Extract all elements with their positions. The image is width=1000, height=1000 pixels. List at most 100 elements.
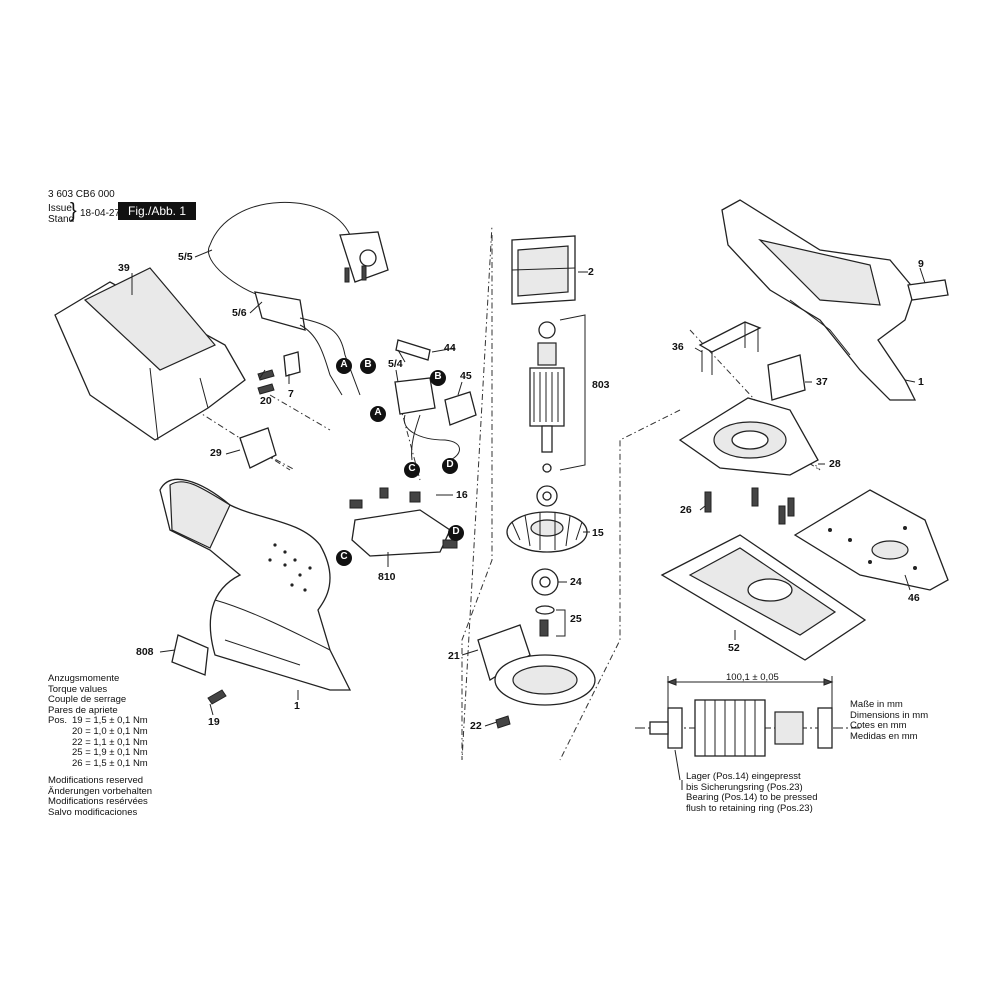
screw-19: [207, 689, 227, 705]
torque-pos-label: Pos.: [48, 715, 68, 727]
part-label-26: 26: [680, 504, 692, 516]
fan-cover-21-drawing: [477, 624, 596, 706]
torque-title-en: Torque values: [48, 683, 108, 695]
right-housing-drawing: [721, 199, 917, 401]
part-label-44: 44: [444, 342, 456, 354]
connector-a-1: [336, 358, 352, 374]
leader-803: [559, 314, 586, 471]
electronics-810-drawing: [349, 487, 458, 557]
dust-box-drawing: [54, 267, 246, 441]
screw-22: [495, 715, 511, 729]
part-label-810: 810: [378, 571, 396, 583]
modifications-line: Modifications reserved: [48, 775, 144, 786]
torque-row: 19 = 1,5 ± 0,1 Nm: [72, 715, 148, 727]
part-label-16: 16: [456, 489, 468, 501]
part-label-46: 46: [908, 592, 920, 604]
part-label-22: 22: [470, 720, 482, 732]
part-label-24: 24: [570, 576, 582, 588]
part-label-21: 21: [448, 650, 460, 662]
part-label-20: 20: [260, 395, 272, 407]
modifications-line: Änderungen vorbehalten: [48, 785, 153, 797]
connector-d-1-label: D: [446, 459, 454, 470]
connector-a-1-label: A: [340, 359, 348, 370]
part-label-45: 45: [460, 370, 472, 382]
issue-label: Issue: [48, 203, 72, 214]
part-label-36: 36: [672, 341, 684, 353]
armature-drawing: [529, 321, 565, 473]
part-label-29: 29: [210, 447, 222, 459]
power-cord: [209, 201, 351, 246]
base-plate-28-drawing: [678, 397, 819, 476]
switch-5-4: [394, 377, 436, 415]
dimension-units: Maße in mm Dimensions in mm Cotes en mm …: [850, 699, 929, 742]
connector-d-2-label: D: [452, 526, 460, 537]
armature-dimension-drawing: [635, 676, 860, 790]
connector-a-2: [370, 406, 386, 422]
units-line: Dimensions in mm: [850, 709, 929, 721]
units-line: Maße in mm: [850, 699, 903, 710]
modifications-notice: Modifications reserved Änderungen vorbeh…: [48, 775, 153, 818]
part-label-9: 9: [918, 258, 924, 270]
connector-a-2-label: A: [374, 407, 382, 418]
units-line: Medidas en mm: [850, 730, 918, 742]
torque-row: 26 = 1,5 ± 0,1 Nm: [72, 757, 148, 769]
connector-b-2-label: B: [434, 371, 442, 382]
connector-c-2: [336, 550, 352, 566]
part-label-37: 37: [816, 376, 828, 388]
part-label-1-left: 1: [294, 700, 300, 712]
rectangular-pad-52-drawing: [660, 534, 867, 661]
main-housing-drawing: [159, 478, 352, 691]
part-label-5-4: 5/4: [388, 358, 403, 370]
torque-title-de: Anzugsmomente: [48, 673, 120, 684]
connector-b-1-label: B: [364, 359, 372, 370]
bearing-note: Lager (Pos.14) eingepresst bis Sicherung…: [686, 771, 818, 814]
connector-b-1: [360, 358, 376, 374]
bearing-note-line: bis Sicherungsring (Pos.23): [686, 781, 803, 793]
part-label-808: 808: [136, 646, 154, 658]
connector-c-1-label: C: [408, 463, 416, 474]
document-number: 3 603 CB6 000: [48, 189, 115, 200]
modifications-line: Modifications resérvées: [48, 796, 148, 808]
torque-row: 25 = 1,9 ± 0,1 Nm: [72, 747, 148, 759]
connector-d-1: [442, 458, 458, 474]
modifications-line: Salvo modificaciones: [48, 806, 138, 818]
field-coil-drawing: [511, 235, 576, 305]
cord-sleeve: [254, 291, 306, 331]
stand-label: Stand: [48, 214, 75, 225]
bearing-note-line: Lager (Pos.14) eingepresst: [686, 771, 801, 782]
connector-c-2-label: C: [340, 551, 348, 562]
screws-26: [704, 487, 795, 525]
sanding-pad-46-drawing: [793, 489, 949, 591]
leader-lines: [131, 249, 926, 727]
part-label-19: 19: [208, 716, 220, 728]
part-37-drawing: [767, 354, 806, 401]
issue-date: 18-04-27: [80, 208, 121, 219]
connector-b-2: [430, 370, 446, 386]
part-label-7: 7: [288, 388, 294, 400]
torque-row: 22 = 1,1 ± 0,1 Nm: [72, 736, 148, 748]
torque-title-es: Pares de apriete: [48, 704, 118, 716]
figure-label: Fig./Abb. 1: [118, 202, 196, 220]
part-label-5-6: 5/6: [232, 307, 247, 319]
connector-c-1: [404, 462, 420, 478]
torque-title-fr: Couple de serrage: [48, 694, 127, 706]
screws-20: [257, 369, 275, 395]
torque-notes: Anzugsmomente Torque values Couple de se…: [48, 673, 148, 769]
part-label-28: 28: [829, 458, 841, 470]
dimension-value: 100,1 ± 0,05: [726, 672, 779, 683]
part-label-2: 2: [588, 266, 594, 278]
part-45-drawing: [444, 391, 477, 426]
part-label-15: 15: [592, 527, 604, 539]
part-label-52: 52: [728, 642, 740, 654]
units-line: Cotes en mm: [850, 720, 907, 732]
part-label-5-5: 5/5: [178, 251, 193, 263]
part-9-drawing: [907, 279, 949, 301]
assembly-line-center: [461, 224, 493, 761]
part-label-803: 803: [592, 379, 610, 391]
part-label-39: 39: [118, 262, 130, 274]
mains-plug: [339, 231, 389, 283]
part-44-drawing: [395, 339, 431, 361]
